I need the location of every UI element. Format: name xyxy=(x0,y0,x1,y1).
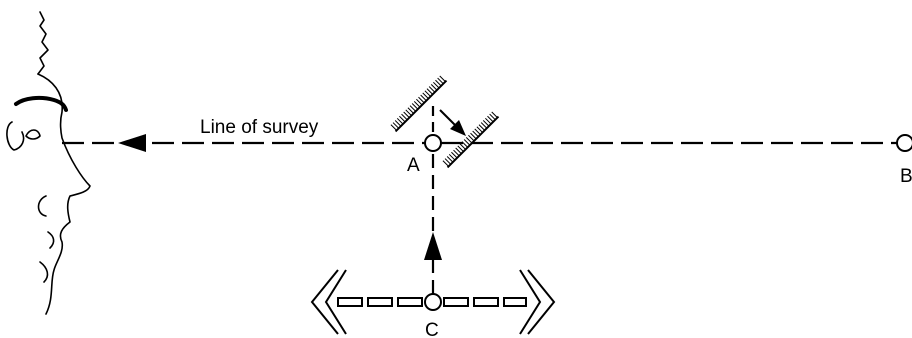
face-hair-outline xyxy=(37,11,49,75)
mirror-lower xyxy=(441,110,500,169)
face-brow xyxy=(14,95,68,112)
face-ear xyxy=(6,121,25,151)
face-nose-curl xyxy=(37,195,47,217)
movement-double-arrow xyxy=(310,269,556,335)
face-eye xyxy=(25,129,41,140)
face-chin-detail xyxy=(39,261,49,283)
sight-line-arrowhead xyxy=(424,232,442,260)
line-of-survey-label: Line of survey xyxy=(200,117,319,138)
reflected-ray xyxy=(439,109,457,127)
face-profile xyxy=(37,73,91,315)
point-c-marker xyxy=(424,293,442,311)
reflected-ray-arrowhead xyxy=(450,120,466,136)
point-b-marker xyxy=(896,134,912,152)
point-b-label: B xyxy=(900,166,912,187)
face-mouth xyxy=(47,231,55,249)
point-a-label: A xyxy=(407,155,420,176)
point-a-marker xyxy=(424,134,442,152)
point-c-label: C xyxy=(425,320,439,338)
line-of-survey-arrowhead xyxy=(118,134,146,152)
observer-face xyxy=(6,11,91,315)
mirror-upper xyxy=(389,74,448,133)
